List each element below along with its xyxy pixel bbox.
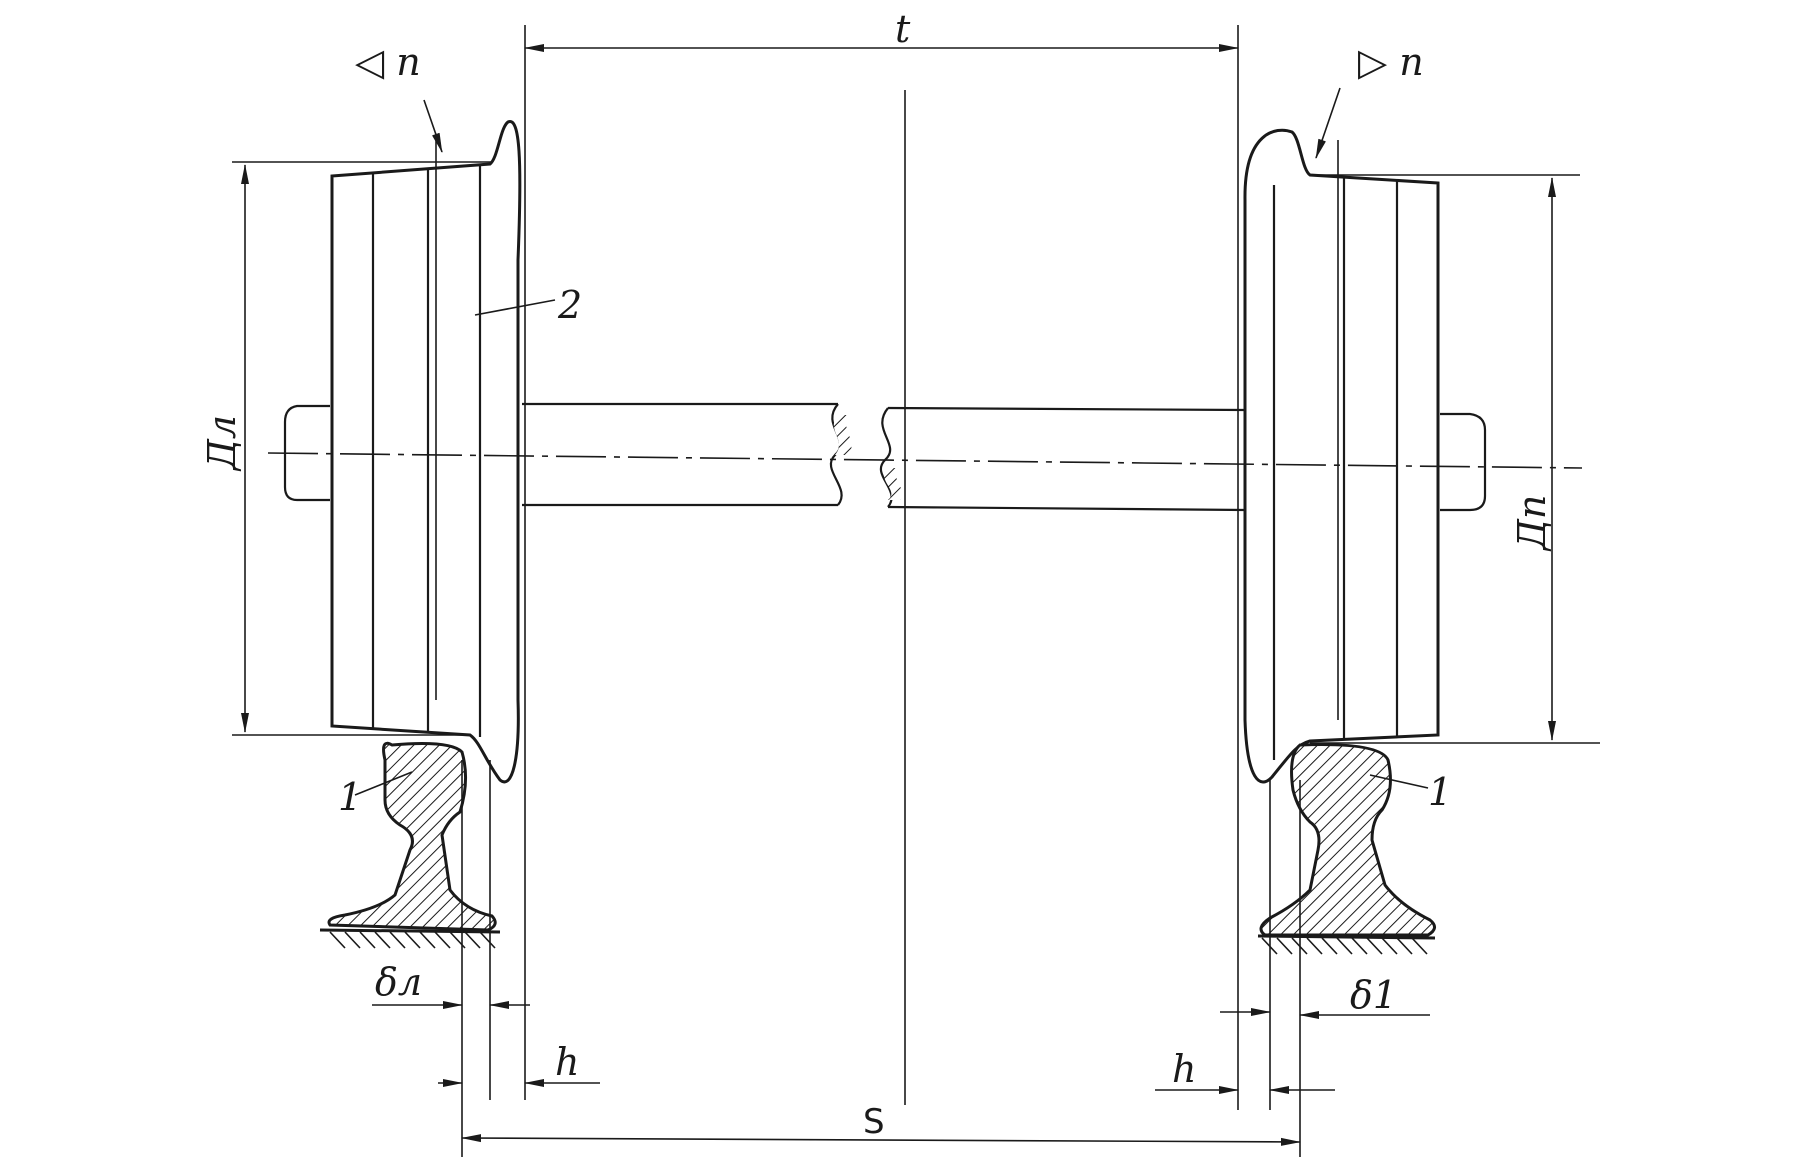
dim-s-line bbox=[461, 1134, 1301, 1146]
extension-lines bbox=[435, 25, 1339, 1157]
rail-left-callout-label: 1 bbox=[338, 775, 362, 819]
right-n-label: ▷ n bbox=[1358, 40, 1424, 84]
rail-left-callout-leader bbox=[354, 771, 413, 796]
dim-dp-label: Дп bbox=[1510, 495, 1554, 552]
rail-right-callout-leader bbox=[1369, 774, 1429, 789]
wheel-callout-leader bbox=[474, 299, 556, 316]
right-rail bbox=[1257, 743, 1436, 955]
left-rail bbox=[319, 741, 501, 949]
wheel-callout-label: 2 bbox=[557, 283, 582, 327]
right-n-leader bbox=[1315, 87, 1341, 159]
h-right-label: h bbox=[1172, 1047, 1196, 1091]
right-wheel bbox=[1243, 128, 1440, 784]
dim-t-label: t bbox=[895, 7, 911, 51]
gap-right-label: δ1 bbox=[1350, 973, 1397, 1017]
left-wheel bbox=[330, 120, 522, 784]
dim-dl-label: Дл bbox=[200, 415, 244, 472]
h-left-label: h bbox=[555, 1040, 579, 1084]
left-n-leader bbox=[423, 99, 443, 153]
rail-right-callout-label: 1 bbox=[1428, 770, 1452, 814]
dim-s-label: S bbox=[863, 1102, 885, 1142]
left-n-label: ◁ n bbox=[355, 40, 421, 84]
gap-left-label: δл bbox=[375, 960, 422, 1004]
axle bbox=[283, 402, 1487, 512]
axle-centerline bbox=[267, 452, 1583, 469]
